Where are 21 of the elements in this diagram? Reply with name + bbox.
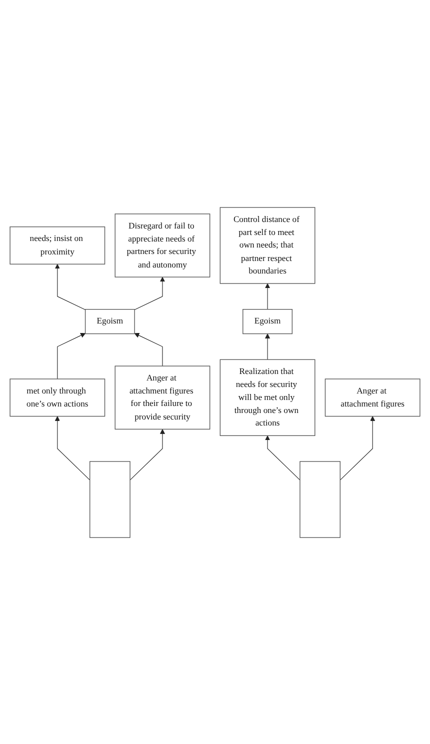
arrow — [265, 434, 300, 480]
process-box: Disregard or fail to appreciate needs of partners for security and autonomy — [114, 213, 210, 277]
process-box: Anger at attachment figures for their failure to provide security — [114, 365, 210, 430]
empty-box — [300, 460, 340, 538]
arrow — [265, 282, 270, 310]
arrow — [57, 332, 86, 379]
arrow — [54, 416, 90, 480]
arrow — [265, 333, 270, 360]
process-box: needs; insist on proximity — [10, 226, 106, 264]
process-box: Egoism — [84, 308, 135, 334]
process-box: Realization that needs for security will be met only through one’s own actions — [220, 358, 316, 436]
arrow — [54, 263, 86, 310]
arrow — [134, 276, 165, 310]
empty-box — [90, 460, 130, 538]
process-box: met only through one’s own actions — [10, 378, 106, 416]
arrow — [130, 428, 165, 480]
arrow — [340, 416, 376, 480]
process-box: Egoism — [242, 308, 293, 334]
arrow — [134, 332, 163, 366]
process-box: Anger at attachment figures — [324, 378, 420, 416]
process-box: Control distance of part self to meet own needs; that partner respect boundaries — [220, 206, 316, 284]
